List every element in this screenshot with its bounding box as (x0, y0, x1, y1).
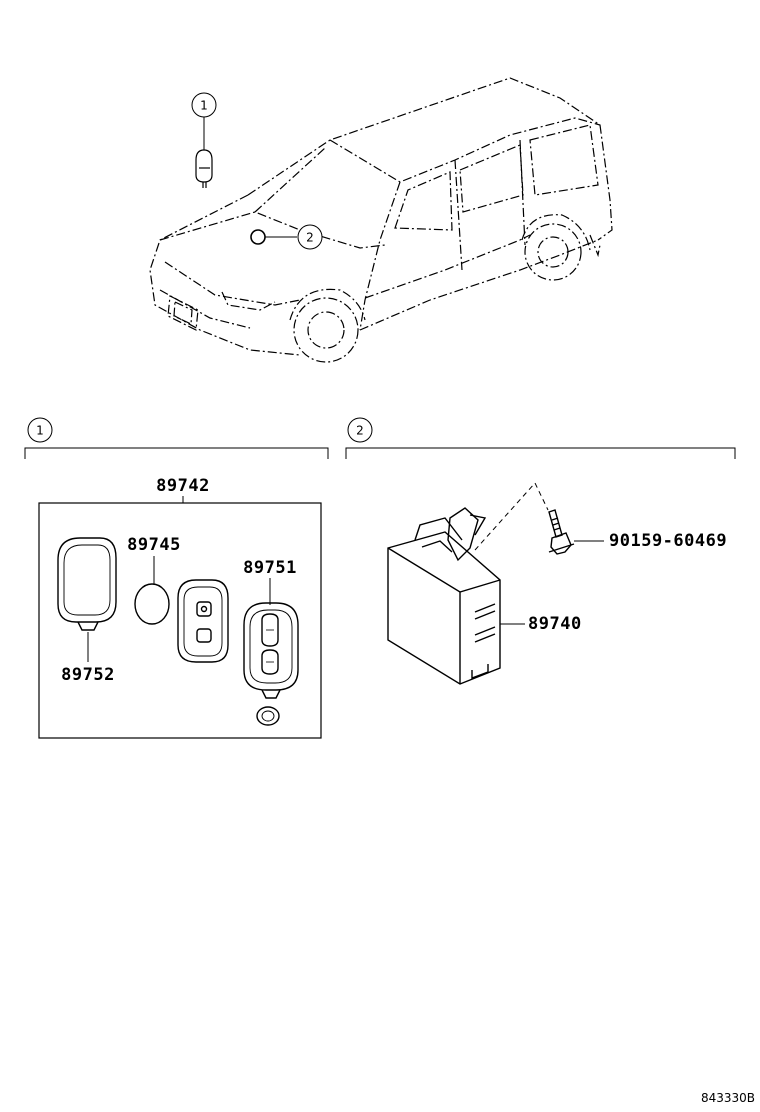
transmitter-case-89752 (57, 537, 117, 631)
module-location-marker (250, 229, 266, 245)
part-89740-label[interactable]: 89740 (528, 614, 582, 634)
part-89745-label[interactable]: 89745 (127, 535, 181, 555)
bolt-leader-dashed (474, 482, 549, 551)
section-2-circle (347, 417, 373, 443)
battery-89745 (134, 583, 170, 625)
button-pad (177, 579, 229, 663)
section-1-circle (27, 417, 53, 443)
key-ring (256, 706, 280, 726)
part-90159-60469-label[interactable]: 90159-60469 (609, 531, 727, 551)
transmitter-case-89751 (243, 602, 299, 699)
section-1-label: 1 (36, 424, 44, 438)
part-89752-label[interactable]: 89752 (61, 665, 115, 685)
transmitter-assy-box (38, 502, 322, 739)
section-2-label: 2 (356, 424, 364, 438)
key-fob-small-icon (195, 149, 213, 188)
vehicle-illustration (149, 77, 613, 363)
callout-2-circle (297, 224, 323, 250)
part-89742-label[interactable]: 89742 (156, 476, 210, 496)
section-1-bracket (24, 447, 329, 459)
part-89751-label[interactable]: 89751 (243, 558, 297, 578)
diagram-code: 843330B (701, 1091, 755, 1105)
bolt-90159-60469 (548, 509, 575, 555)
section-2-bracket (345, 447, 736, 459)
callout-1-label: 1 (200, 99, 208, 113)
callout-2-label: 2 (306, 231, 314, 245)
receiver-module-89740 (387, 507, 501, 685)
